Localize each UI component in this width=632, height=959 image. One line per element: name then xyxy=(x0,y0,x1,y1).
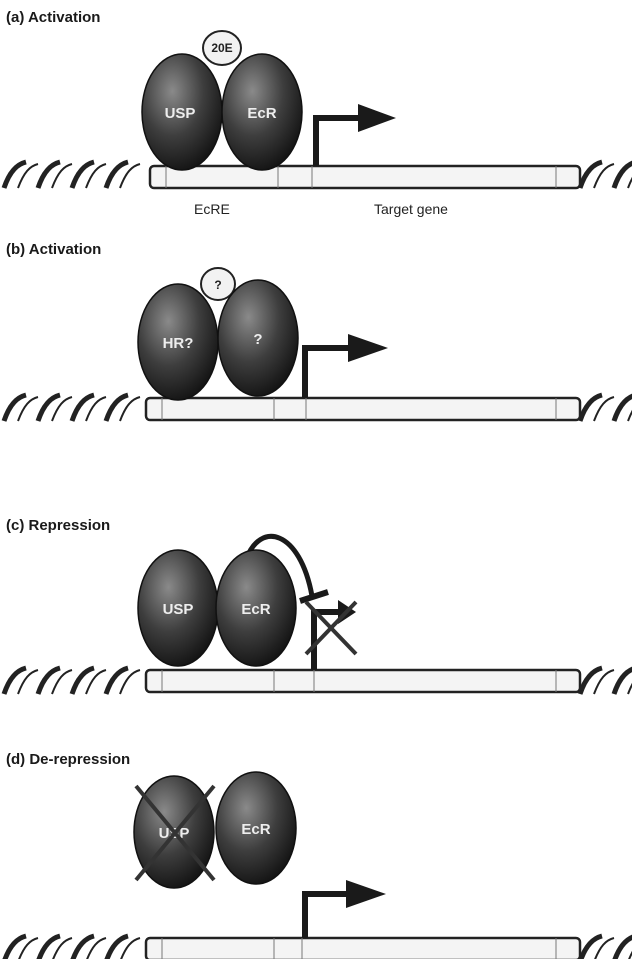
protein-left-label: USP xyxy=(163,601,194,618)
dna-segment xyxy=(146,398,580,420)
panel-b: (b) Activation ? HR? ? xyxy=(4,241,632,421)
helix-strand xyxy=(580,395,602,421)
promoter-arrow xyxy=(305,334,388,398)
ligand: ? xyxy=(201,268,235,300)
dna-helix-right xyxy=(580,668,632,694)
protein-usp-inactive: USP xyxy=(134,776,214,888)
helix-strand xyxy=(106,162,128,188)
helix-strand xyxy=(594,397,614,421)
helix-strand xyxy=(38,668,60,694)
panel-c: (c) Repression USP EcR xyxy=(4,517,632,694)
promoter-arrow xyxy=(305,880,386,938)
helix-strand xyxy=(86,938,106,959)
helix-strand xyxy=(4,395,26,421)
protein-left-label: USP xyxy=(165,105,196,122)
helix-strand xyxy=(38,936,60,959)
helix-strand xyxy=(594,670,614,694)
ligand: 20E xyxy=(203,31,241,65)
helix-strand xyxy=(594,938,614,959)
ecre-label: EcRE xyxy=(194,201,230,217)
helix-strand xyxy=(52,164,72,188)
helix-strand xyxy=(18,670,38,694)
helix-strand xyxy=(18,164,38,188)
helix-strand xyxy=(52,670,72,694)
helix-strand xyxy=(120,670,140,694)
helix-strand xyxy=(38,395,60,421)
helix-strand xyxy=(594,164,614,188)
helix-strand xyxy=(120,397,140,421)
helix-strand xyxy=(106,668,128,694)
ligand-label: 20E xyxy=(211,41,232,55)
helix-strand xyxy=(38,162,60,188)
dna-segment xyxy=(146,670,580,692)
helix-strand xyxy=(4,936,26,959)
helix-strand xyxy=(86,164,106,188)
dna-helix-left xyxy=(4,668,140,694)
helix-strand xyxy=(86,670,106,694)
protein-usp: USP xyxy=(142,54,222,170)
helix-strand xyxy=(72,162,94,188)
helix-strand xyxy=(72,668,94,694)
helix-strand xyxy=(580,162,602,188)
protein-right-label: ? xyxy=(253,331,262,348)
dna-helix-left xyxy=(4,395,140,421)
dna-helix-left xyxy=(4,162,140,188)
ligand-label: ? xyxy=(214,278,221,292)
helix-strand xyxy=(120,938,140,959)
helix-strand xyxy=(18,397,38,421)
blocked-arrow xyxy=(306,600,356,670)
helix-strand xyxy=(580,936,602,959)
promoter-arrow xyxy=(316,104,396,166)
panel-c-label: (c) Repression xyxy=(6,517,110,534)
protein-right-label: EcR xyxy=(247,105,276,122)
protein-left-label: HR? xyxy=(163,335,194,352)
dna-segment xyxy=(150,166,580,188)
helix-strand xyxy=(106,936,128,959)
dna-helix-right xyxy=(580,162,632,188)
protein-hr: HR? xyxy=(138,284,218,400)
protein-usp: USP xyxy=(138,550,218,666)
helix-strand xyxy=(86,397,106,421)
protein-right-label: EcR xyxy=(241,601,270,618)
protein-ecr: EcR xyxy=(216,772,296,884)
dna-helix-right xyxy=(580,936,632,959)
helix-strand xyxy=(52,397,72,421)
helix-strand xyxy=(4,668,26,694)
panel-a-label: (a) Activation xyxy=(6,9,100,26)
protein-right-label: EcR xyxy=(241,821,270,838)
helix-strand xyxy=(72,936,94,959)
dna-helix-right xyxy=(580,395,632,421)
helix-strand xyxy=(52,938,72,959)
helix-strand xyxy=(120,164,140,188)
helix-strand xyxy=(72,395,94,421)
panel-d: (d) De-repression USP EcR xyxy=(4,751,632,959)
helix-strand xyxy=(106,395,128,421)
helix-strand xyxy=(580,668,602,694)
helix-strand xyxy=(614,936,632,959)
protein-unknown: ? xyxy=(218,280,298,396)
protein-ecr: EcR xyxy=(216,550,296,666)
panel-a: (a) Activation 20E USP EcR EcRE Target xyxy=(4,9,632,217)
protein-ecr: EcR xyxy=(222,54,302,170)
target-gene-label: Target gene xyxy=(374,201,448,217)
dna-helix-left xyxy=(4,936,140,959)
panel-d-label: (d) De-repression xyxy=(6,751,130,768)
panel-b-label: (b) Activation xyxy=(6,241,101,258)
dna-segment xyxy=(146,938,580,959)
helix-strand xyxy=(18,938,38,959)
helix-strand xyxy=(4,162,26,188)
